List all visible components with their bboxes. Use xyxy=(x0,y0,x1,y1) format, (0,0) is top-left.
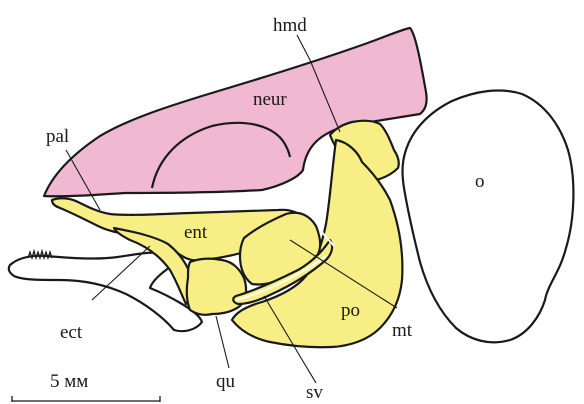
label-mt: mt xyxy=(392,320,413,341)
label-hmd: hmd xyxy=(273,15,307,36)
label-neur: neur xyxy=(253,89,287,110)
label-ent: ent xyxy=(184,222,208,243)
jaw-teeth xyxy=(28,251,52,258)
label-po: po xyxy=(341,300,360,321)
scale-bar xyxy=(12,396,160,402)
scale-bar-label: 5 мм xyxy=(50,371,88,392)
label-ect: ect xyxy=(60,322,83,343)
label-pal: pal xyxy=(46,126,69,147)
orbit-shape xyxy=(403,90,574,342)
label-o: o xyxy=(475,171,485,192)
quadrate-shape xyxy=(187,259,246,315)
label-qu: qu xyxy=(216,371,236,392)
label-sv: sv xyxy=(306,382,323,403)
leader-qu xyxy=(216,316,229,368)
